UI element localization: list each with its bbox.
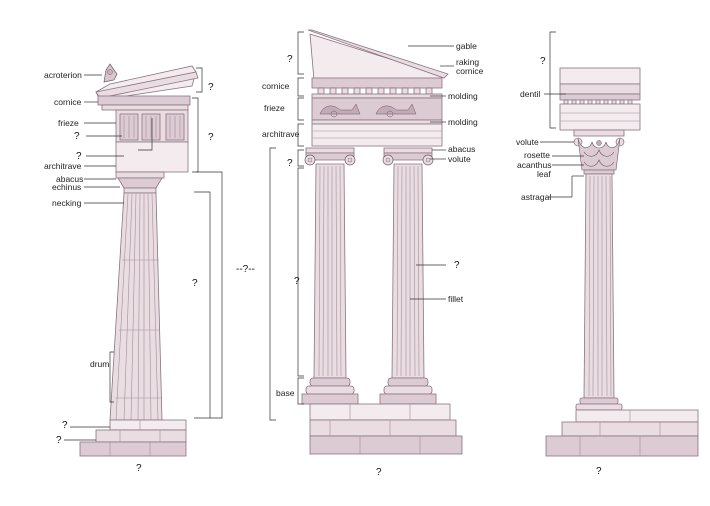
label-acroterion: acroterion [44, 70, 82, 80]
unknown-doric-shaft: ? [192, 278, 198, 289]
label-echinus: echinus [52, 182, 81, 192]
acroterion-ornament [103, 63, 118, 83]
label-fillet: fillet [448, 294, 464, 304]
unknown-steps: ? [56, 435, 62, 446]
label-drum: drum [90, 359, 109, 369]
label-acanthus-1: acanthus [517, 160, 552, 170]
ionic-leaders [269, 31, 454, 421]
triglyph-group [119, 113, 185, 141]
label-necking: necking [52, 198, 82, 208]
label-raking-cornice-2: cornice [456, 66, 484, 76]
unknown-metope: ? [76, 151, 82, 162]
unknown-triglyph: ? [74, 131, 80, 142]
label-ionic-volute: volute [448, 154, 471, 164]
unknown-ionic-capital: ? [287, 158, 293, 169]
middle-unknown-label: --?-- [236, 264, 255, 275]
corinthian-leaders [540, 31, 584, 198]
label-base: base [276, 388, 295, 398]
label-dentil: dentil [520, 89, 540, 99]
corinthian-small-dentils [563, 99, 633, 105]
label-ionic-architrave: architrave [262, 129, 300, 139]
label-corinthian-volute: volute [516, 137, 539, 147]
unknown-ionic-shaft: ? [294, 276, 300, 287]
label-gable: gable [456, 41, 477, 51]
unknown-stylobate: ? [62, 420, 68, 431]
label-ionic-abacus: abacus [448, 144, 475, 154]
ionic-dentils [317, 87, 433, 95]
label-ionic-frieze: frieze [264, 103, 285, 113]
label-raking-cornice-1: raking [456, 57, 479, 67]
label-doric-cornice: cornice [54, 97, 82, 107]
corinthian-capital [573, 129, 625, 171]
doric-leaders [64, 67, 223, 441]
label-doric-architrave: architrave [44, 161, 82, 171]
label-acanthus-2: leaf [537, 169, 551, 179]
doric-column-drawing [79, 63, 199, 457]
ionic-column-left [301, 147, 359, 405]
unknown-doric-entablature: ? [208, 132, 214, 143]
frieze-relief [319, 103, 417, 118]
label-ionic-cornice: cornice [262, 81, 290, 91]
unknown-ionic-order: ? [376, 467, 382, 478]
ionic-column-right [379, 147, 437, 405]
doric-shaft-flutes [115, 193, 159, 421]
unknown-corinthian-order: ? [596, 466, 602, 477]
label-doric-abacus: abacus [56, 174, 83, 184]
unknown-doric-pediment: ? [208, 82, 214, 93]
corinthian-column-drawing [545, 67, 699, 457]
unknown-corinthian-entablature: ? [540, 56, 546, 67]
label-rosette: rosette [524, 150, 550, 160]
label-molding-bottom: molding [448, 117, 478, 127]
unknown-ionic-flute: ? [454, 260, 460, 271]
ionic-temple-drawing [301, 29, 463, 455]
label-astragal: astragal [521, 192, 551, 202]
label-doric-frieze: frieze [58, 118, 79, 128]
unknown-ionic-pediment: ? [287, 54, 293, 65]
label-molding-top: molding [448, 91, 478, 101]
unknown-doric-order: ? [136, 463, 142, 474]
